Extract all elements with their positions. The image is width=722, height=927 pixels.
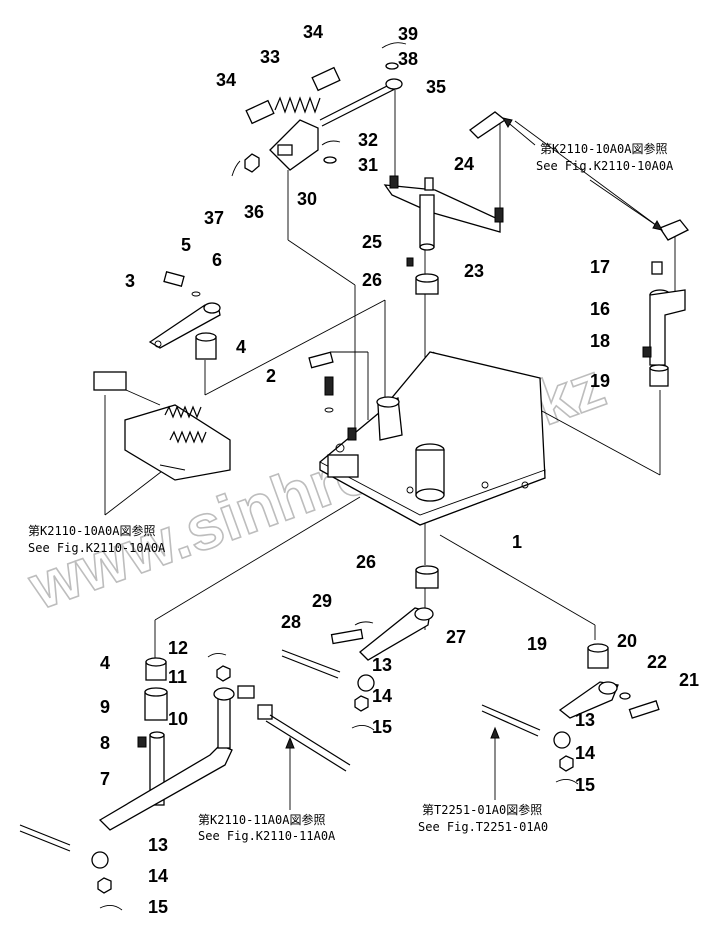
lever-assembly-23 [383,111,507,267]
callout-2: 2 [266,366,276,386]
callout-11: 11 [168,667,187,687]
callout-22: 22 [647,652,667,672]
callout-30: 30 [297,189,317,209]
ref-top-right-jp: 第K2110-10A0A図参照 [540,141,667,156]
callout-29: 29 [312,591,332,611]
top-linkage [231,42,407,177]
callout-13: 13 [372,655,392,675]
ref-bottom-mid-jp: 第K2110-11A0A図参照 [198,812,325,827]
callout-21: 21 [679,670,699,690]
callout-26: 26 [362,270,382,290]
callout-19: 19 [590,371,610,391]
callout-39: 39 [398,24,418,44]
lower-right-parts [481,643,660,785]
callout-34: 34 [303,22,323,42]
callout-4: 4 [236,337,246,357]
callout-23: 23 [464,261,484,281]
callout-15: 15 [148,897,168,917]
callout-32: 32 [358,130,378,150]
lower-left-parts [19,652,351,911]
ref-bottom-right-en: See Fig.T2251-01A0 [418,820,548,834]
callout-4: 4 [100,653,110,673]
lever-3 [148,271,221,349]
callout-1: 1 [512,532,522,552]
callout-36: 36 [244,202,264,222]
callout-9: 9 [100,697,110,717]
ref-top-right-en: See Fig.K2110-10A0A [536,159,674,173]
callout-3: 3 [125,271,135,291]
callout-26: 26 [356,552,376,572]
callout-28: 28 [281,612,301,632]
callout-24: 24 [454,154,474,174]
callout-34: 34 [216,70,236,90]
callout-13: 13 [575,710,595,730]
callout-15: 15 [575,775,595,795]
callout-16: 16 [590,299,610,319]
ref-bottom-mid-en: See Fig.K2110-11A0A [198,829,336,843]
callout-20: 20 [617,631,637,651]
ref-left-jp: 第K2110-10A0A図参照 [28,523,155,538]
callout-18: 18 [590,331,610,351]
callout-37: 37 [204,208,224,228]
callout-25: 25 [362,232,382,252]
callout-27: 27 [446,627,466,647]
callout-7: 7 [100,769,110,789]
callout-13: 13 [148,835,168,855]
callout-14: 14 [148,866,168,886]
callout-12: 12 [168,638,188,658]
bolt-2 [308,351,334,413]
base-plate [319,351,546,526]
spring-bracket [93,371,231,481]
callout-38: 38 [398,49,418,69]
collar-26-upper [415,273,439,295]
callout-17: 17 [590,257,610,277]
callout-10: 10 [168,709,188,729]
callout-14: 14 [575,743,595,763]
reference-notes: 第K2110-10A0A図参照 See Fig.K2110-10A0A 第K21… [28,141,674,843]
ref-left-en: See Fig.K2110-10A0A [28,541,166,555]
callouts: 39 38 34 33 34 35 32 31 30 36 37 24 23 2… [100,22,699,917]
right-linkage [514,120,690,387]
callout-31: 31 [358,155,378,175]
assembly-lines [104,90,676,660]
reference-arrows [159,117,663,810]
callout-5: 5 [181,235,191,255]
callout-19: 19 [527,634,547,654]
ref-bottom-right-jp: 第T2251-01A0図参照 [422,802,542,817]
callout-33: 33 [260,47,280,67]
callout-14: 14 [372,686,392,706]
callout-6: 6 [212,250,222,270]
callout-35: 35 [426,77,446,97]
callout-8: 8 [100,733,110,753]
bushing-4-upper [195,332,217,360]
callout-15: 15 [372,717,392,737]
lower-middle-parts [281,565,439,731]
